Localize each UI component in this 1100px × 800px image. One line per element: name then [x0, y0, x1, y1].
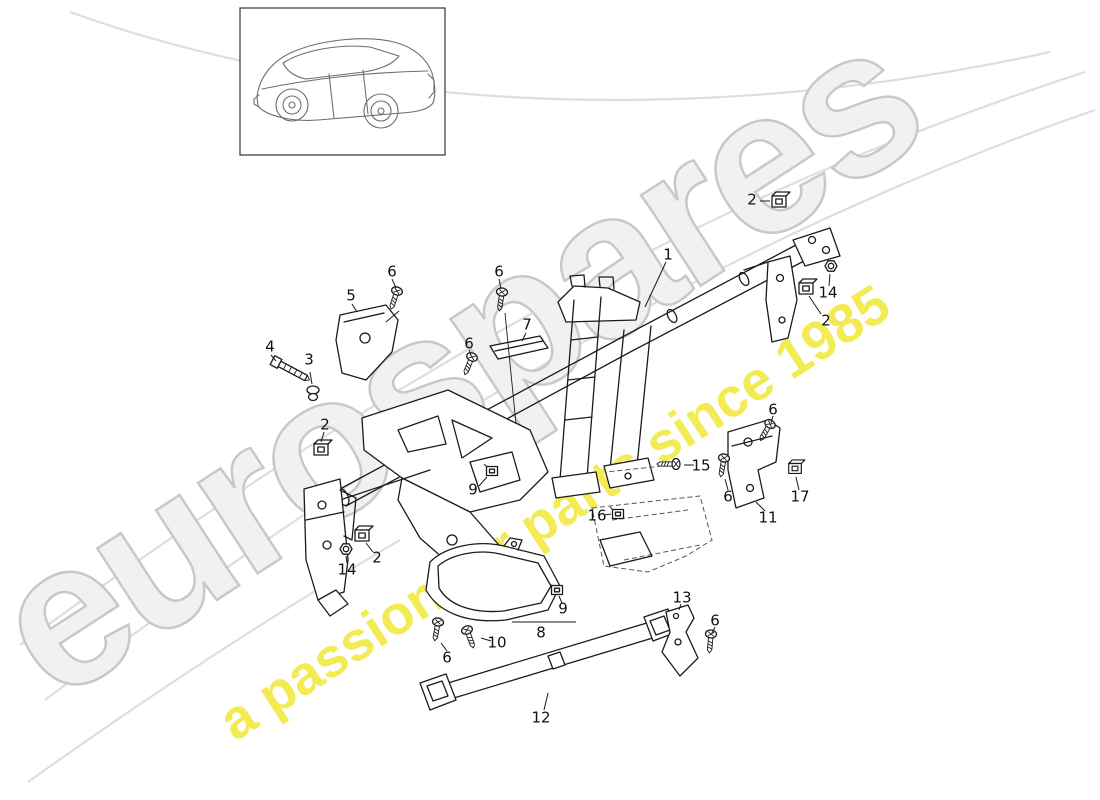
rear-wheel [363, 93, 399, 129]
clip-icon [788, 459, 806, 474]
screw-icon [703, 628, 718, 655]
left-bracket [303, 478, 357, 617]
vehicle-thumbnail [239, 7, 446, 156]
screw-guide-dashed [605, 465, 663, 473]
nut-icon [824, 260, 838, 272]
right-strut [603, 325, 655, 489]
nut-icon [339, 543, 353, 555]
bracket-8 [425, 537, 561, 622]
center-channel [551, 296, 602, 499]
leader-lines [270, 200, 831, 711]
vehicle-illustration [253, 38, 436, 129]
phantom-console-bracket [591, 495, 713, 573]
bracket-13 [661, 604, 699, 677]
screw-icon [459, 623, 480, 651]
clip-icon [609, 506, 625, 520]
screw-guide-line [504, 312, 517, 425]
vehicle-thumbnail-box [239, 7, 446, 156]
right-end-bracket [743, 227, 841, 343]
tube-12 [419, 608, 678, 711]
bolt-4 [269, 355, 311, 382]
assembly-drawing [269, 191, 841, 711]
grommet-3 [306, 385, 320, 402]
clip-icon [798, 278, 818, 295]
beam-top-bracket [557, 274, 641, 323]
bracket-11 [727, 419, 781, 509]
front-wheel [275, 88, 309, 122]
bracket-5 [335, 304, 399, 381]
